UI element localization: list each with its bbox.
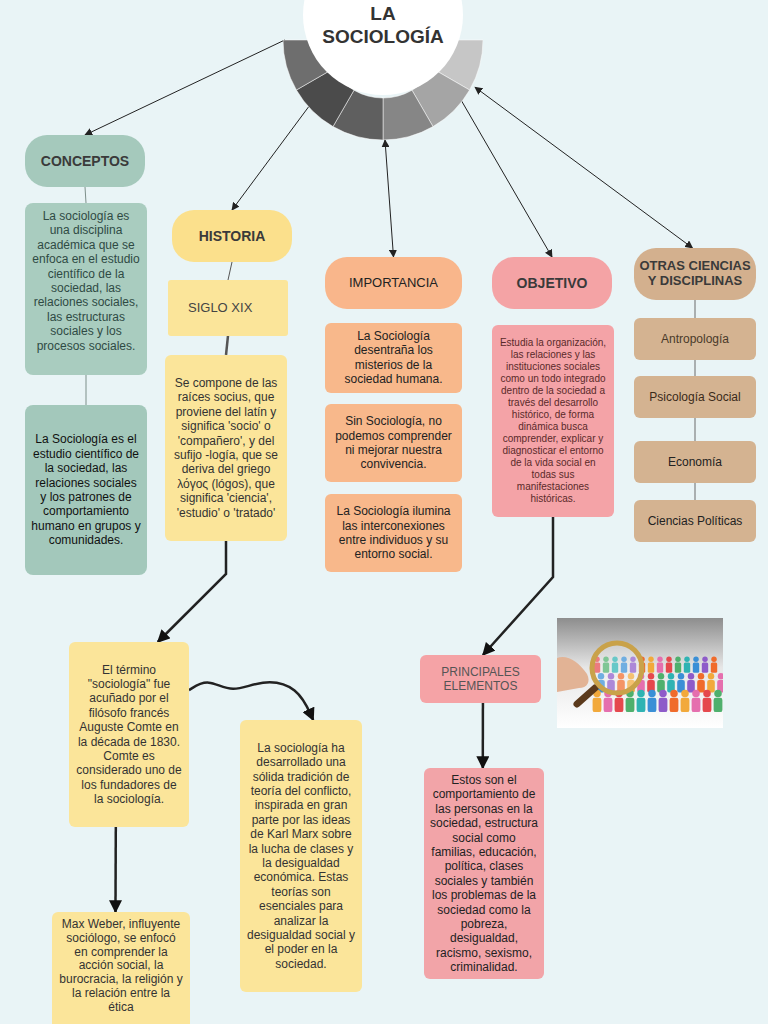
connector-arrow (189, 682, 313, 720)
person-figure (659, 690, 668, 712)
connector-line (228, 262, 232, 280)
text-box: La sociología ha desarrollado una sólida… (240, 720, 362, 992)
person-figure (637, 690, 646, 712)
node-text: Economía (640, 455, 750, 469)
connector-arrow (483, 517, 553, 655)
node-text: Ciencias Políticas (640, 514, 750, 528)
illustration-background (557, 618, 723, 728)
discipline-box: Ciencias Políticas (634, 500, 756, 542)
person-figure (703, 690, 712, 712)
person-figure (677, 673, 685, 692)
person-figure (667, 673, 675, 692)
text-box: La Sociología es el estudio científico d… (25, 405, 147, 575)
person-figure (657, 673, 665, 692)
person-figure (692, 690, 701, 712)
text-box: La Sociología ilumina las interconexione… (325, 494, 462, 572)
person-figure (675, 656, 681, 672)
connector-line (695, 418, 696, 441)
node-text: Estudia la organización, las relaciones … (497, 337, 609, 505)
text-box: Max Weber, influyente sociólogo, se enfo… (52, 912, 190, 1024)
text-box: Sin Sociología, no podemos comprender ni… (325, 404, 462, 482)
magnifier-lens (592, 643, 642, 693)
title-disc (303, 0, 463, 95)
heading-pill: OBJETIVO (492, 257, 612, 309)
person-figure (648, 656, 654, 672)
discipline-box: Psicología Social (634, 376, 756, 418)
node-text: OTRAS CIENCIAS Y DISCIPLINAS (636, 259, 754, 289)
node-text: La sociología es una disciplina académic… (31, 209, 141, 353)
person-figure (687, 673, 695, 692)
text-box: La sociología es una disciplina académic… (25, 203, 147, 375)
text-box: La Sociología desentraña los misterios d… (325, 323, 462, 393)
connector-arrow (158, 541, 226, 642)
text-box: Estos son el comportamiento de las perso… (424, 768, 544, 979)
title-text: LA SOCIOLOGÍA (318, 3, 448, 49)
person-figure (693, 656, 699, 672)
connector-arrow (114, 827, 117, 912)
connector-arrow (85, 40, 285, 135)
person-figure (670, 690, 679, 712)
heading-pill: HISTORIA (172, 210, 292, 262)
connector-arrow (482, 703, 485, 768)
node-text: OBJETIVO (496, 275, 608, 291)
node-text: Sin Sociología, no podemos comprender ni… (331, 414, 456, 472)
person-figure (714, 690, 723, 712)
node-text: El término "sociología" fue acuñado por … (75, 663, 183, 807)
text-box: SIGLO XIX (168, 280, 288, 336)
discipline-box: Antropología (634, 318, 756, 360)
title-circle: LA SOCIOLOGÍA (283, 0, 483, 140)
heading-pill: CONCEPTOS (25, 135, 145, 187)
text-box: Se compone de las raíces socius, que pro… (165, 355, 287, 541)
connector-line (695, 360, 696, 376)
connector-line (226, 336, 228, 355)
node-text: PRINCIPALES ELEMENTOS (426, 665, 535, 694)
person-figure (657, 656, 663, 672)
connector-line (86, 375, 87, 405)
text-box: Estudia la organización, las relaciones … (492, 325, 614, 517)
person-figure (711, 656, 717, 672)
node-text: Se compone de las raíces socius, que pro… (171, 376, 281, 520)
node-text: La sociología ha desarrollado una sólida… (245, 741, 357, 971)
heading-pill: OTRAS CIENCIAS Y DISCIPLINAS (634, 248, 756, 300)
connector-arrow (385, 140, 394, 257)
node-text: IMPORTANCIA (329, 276, 458, 291)
person-figure (681, 690, 690, 712)
person-figure (702, 656, 708, 672)
text-box: PRINCIPALES ELEMENTOS (420, 655, 541, 703)
ring-segment (383, 90, 433, 140)
node-text: CONCEPTOS (29, 153, 141, 169)
heading-pill: IMPORTANCIA (325, 257, 462, 309)
node-text: Estos son el comportamiento de las perso… (429, 773, 539, 974)
discipline-box: Economía (634, 441, 756, 483)
connector-arrow (475, 87, 693, 248)
node-text: Max Weber, influyente sociólogo, se enfo… (58, 918, 184, 1015)
person-figure (707, 673, 715, 692)
node-text: La Sociología es el estudio científico d… (31, 432, 141, 547)
connector-arrow (232, 98, 315, 210)
person-figure (717, 673, 723, 692)
sociology-illustration (557, 618, 723, 728)
magnifier-handle (577, 688, 595, 704)
person-figure (648, 690, 657, 712)
person-figure (697, 673, 705, 692)
person-figure (666, 656, 672, 672)
text-box: El término "sociología" fue acuñado por … (69, 642, 189, 827)
connector-line (695, 483, 696, 500)
node-text: La Sociología ilumina las interconexione… (331, 504, 456, 562)
person-figure (647, 673, 655, 692)
connector-line (695, 300, 696, 318)
node-text: SIGLO XIX (188, 300, 268, 316)
connector-line (85, 187, 86, 203)
connector-arrow (460, 98, 552, 257)
node-text: Antropología (640, 332, 750, 346)
node-text: HISTORIA (176, 228, 288, 244)
person-figure (684, 656, 690, 672)
node-text: Psicología Social (640, 390, 750, 404)
node-text: La Sociología desentraña los misterios d… (331, 329, 456, 387)
hand-shape (557, 657, 589, 692)
